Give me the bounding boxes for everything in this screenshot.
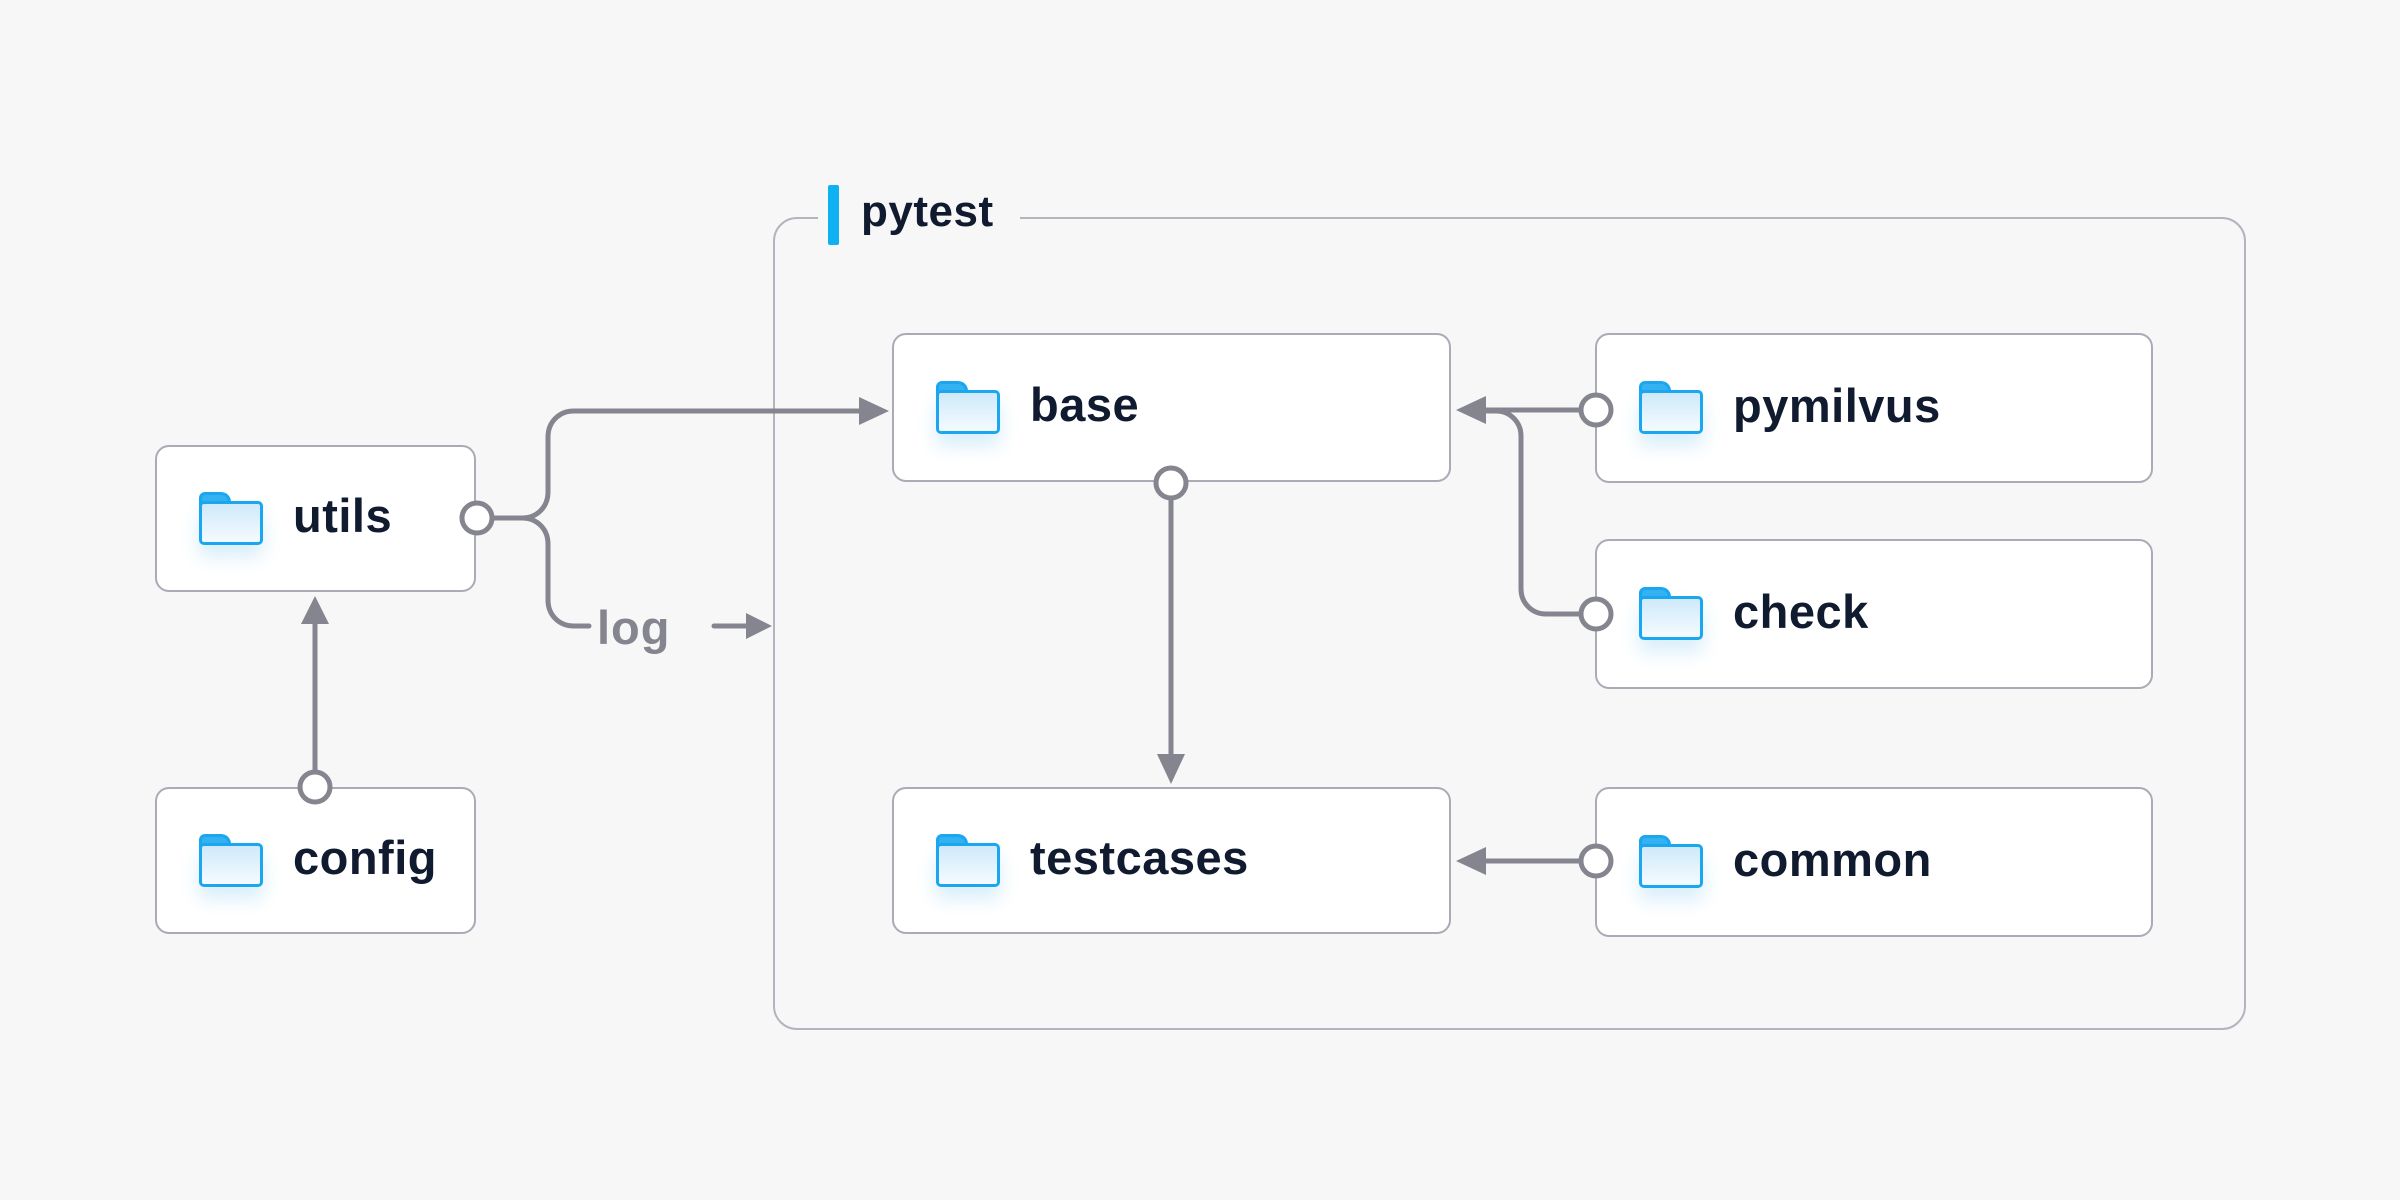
- folder-icon: [199, 833, 263, 888]
- folder-icon: [936, 380, 1000, 435]
- node-base-label: base: [1030, 378, 1140, 431]
- node-testcases-label: testcases: [1030, 831, 1249, 884]
- node-config: config: [155, 787, 476, 934]
- pytest-group-title: pytest: [861, 187, 994, 236]
- node-pymilvus: pymilvus: [1595, 333, 2153, 483]
- node-check-label: check: [1733, 584, 1869, 638]
- node-utils-label: utils: [293, 489, 393, 542]
- node-base: base: [892, 333, 1451, 482]
- node-common-label: common: [1733, 832, 1932, 886]
- accent-bar-icon: [828, 185, 839, 245]
- folder-icon: [199, 491, 263, 546]
- node-testcases: testcases: [892, 787, 1451, 934]
- folder-icon: [1639, 835, 1703, 889]
- node-config-label: config: [293, 831, 437, 884]
- pytest-group-label: pytest: [818, 184, 1020, 246]
- arrowhead-config-utils: [301, 596, 329, 624]
- edge-utils-log: [489, 515, 592, 629]
- folder-icon: [1639, 587, 1703, 641]
- pytest-group-container: [773, 217, 2246, 1030]
- node-pymilvus-label: pymilvus: [1733, 378, 1941, 432]
- node-check: check: [1595, 539, 2153, 689]
- node-utils: utils: [155, 445, 476, 592]
- folder-icon: [1639, 381, 1703, 435]
- edge-log-label: log: [597, 601, 671, 654]
- folder-icon: [936, 833, 1000, 888]
- node-common: common: [1595, 787, 2153, 937]
- arrowhead-log-container: [746, 613, 772, 639]
